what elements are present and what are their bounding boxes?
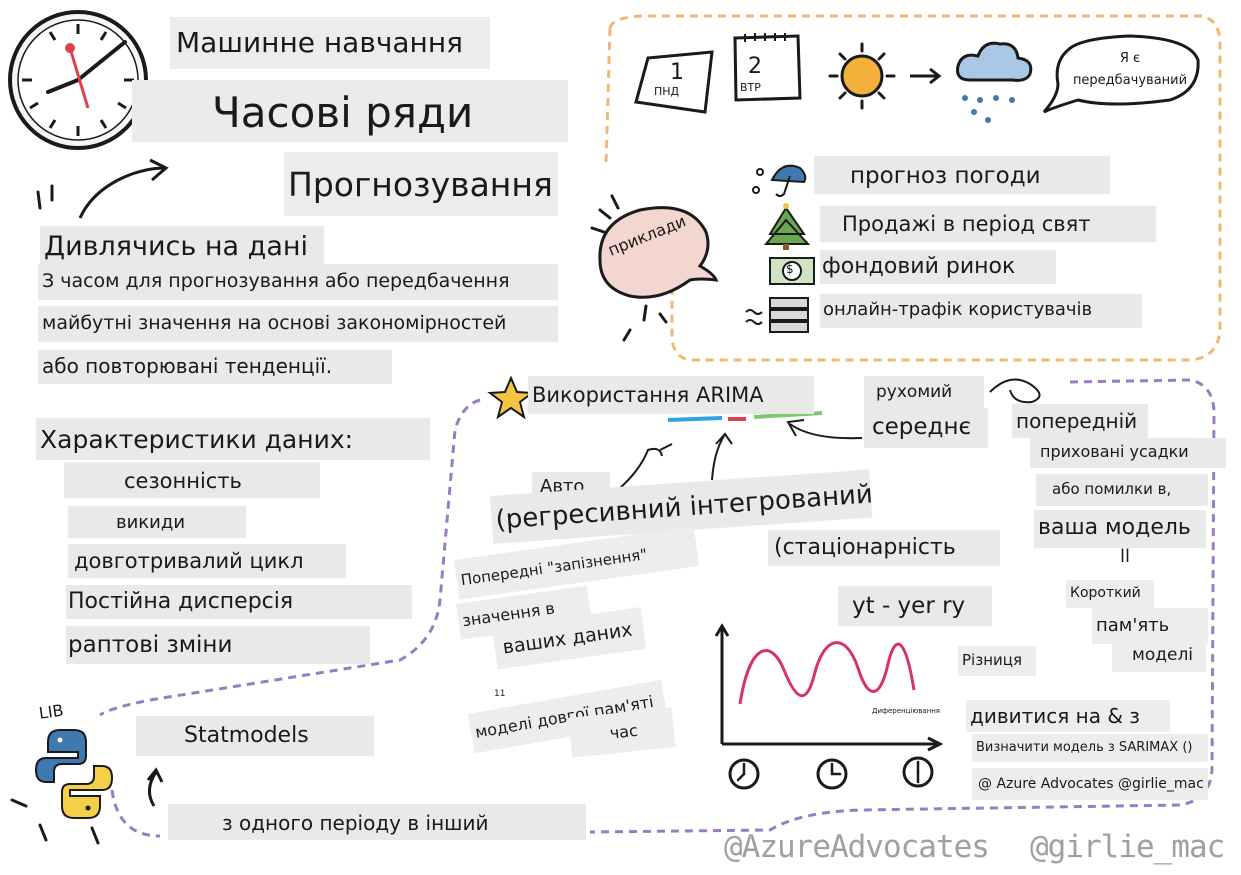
- example-item-holiday-sales: Продажі в період свят: [842, 212, 1091, 236]
- subject-text: Машинне навчання: [176, 26, 463, 59]
- statsmodels-box: Statmodels: [136, 716, 374, 756]
- characteristic-item: довготривалий цикл: [68, 544, 346, 578]
- footer-credit-azure: @AzureAdvocates: [724, 829, 990, 865]
- definition-line-2: майбутні значення на основі закономірнос…: [42, 312, 507, 334]
- definition-line-2-box: майбутні значення на основі закономірнос…: [38, 306, 558, 342]
- title-label: Часові ряди: [132, 80, 568, 142]
- model-label-box: моделі: [1112, 640, 1206, 672]
- example-item: Продажі в період свят: [820, 206, 1156, 242]
- prev-label-box: попередній: [1012, 404, 1148, 438]
- hidden-label-1: приховані усадки: [1040, 442, 1189, 461]
- characteristic-item-outliers: викиди: [116, 512, 186, 533]
- mini-number: 11: [494, 689, 506, 699]
- christmas-tree-icon: [763, 203, 811, 250]
- formula-box: yt - yer ry: [838, 586, 992, 626]
- look-label-box: дивитися на & з: [966, 700, 1170, 732]
- example-item-web-traffic: онлайн-трафік користувачів: [823, 299, 1093, 320]
- umbrella-icon: [752, 164, 807, 197]
- sarimax-label-box: Визначити модель з SARIMAX (): [972, 734, 1208, 762]
- hidden-label-2: або помилки в,: [1052, 480, 1172, 498]
- speech-bubble-text: Я є передбачуваний: [1072, 51, 1188, 88]
- short-label: Короткий: [1070, 585, 1141, 601]
- example-item: прогноз погоди: [814, 156, 1110, 194]
- arima-title-box: Використання ARIMA: [528, 376, 814, 414]
- moving-label-2: середнє: [872, 414, 972, 440]
- stationarity-label-box: (стаціонарність: [768, 530, 1000, 566]
- moving-label-box: рухомий: [864, 376, 984, 408]
- characteristics-heading-box: Характеристики даних:: [36, 418, 430, 460]
- example-item: фондовий ринок: [820, 250, 1056, 284]
- statsmodels-label: Statmodels: [184, 723, 309, 748]
- your-model-box: ваша модель: [1034, 510, 1206, 548]
- definition-line-3-box: або повторювані тенденції.: [38, 350, 392, 384]
- definition-line-3: або повторювані тенденції.: [42, 354, 333, 378]
- characteristic-item: сезонність: [64, 462, 320, 498]
- credit-label: @ Azure Advocates @girlie_mac: [978, 776, 1204, 792]
- library-note: з одного періоду в інший: [222, 811, 489, 835]
- hidden-label-box-2: або помилки в,: [1036, 474, 1208, 506]
- your-model-label: ваша модель: [1038, 515, 1191, 540]
- sine-chart: [714, 623, 944, 752]
- subtitle-label: Прогнозування: [284, 152, 558, 216]
- dollar-sign: $: [786, 262, 794, 276]
- arrow-right-icon: [910, 67, 942, 85]
- look-label: дивитися на & з: [970, 704, 1140, 728]
- memory-label-box: пам'ять: [1092, 608, 1208, 644]
- definition-line-1-box: З часом для прогнозування або передбачен…: [38, 264, 558, 300]
- calendar-2-number: 2: [748, 54, 762, 79]
- stationarity-label: (стаціонарність: [774, 535, 956, 560]
- definition-line-1: З часом для прогнозування або передбачен…: [42, 270, 510, 292]
- characteristic-item-sudden-changes: раптові зміни: [68, 632, 233, 658]
- characteristic-item-long-cycle: довготривалий цикл: [74, 549, 304, 573]
- example-item-weather: прогноз погоди: [850, 163, 1041, 189]
- lib-tag: LIB: [37, 700, 65, 723]
- short-label-box: Короткий: [1066, 580, 1154, 608]
- calendar-1-number: 1: [670, 60, 684, 85]
- page-title: Часові ряди: [212, 88, 474, 137]
- examples-bubble: [598, 206, 719, 299]
- rain-cloud-icon: [956, 41, 1033, 123]
- library-note-box: з одного періоду в інший: [168, 804, 586, 840]
- definition-heading-box: Дивлячись на дані: [40, 226, 324, 266]
- example-item-stock-market: фондовий ринок: [822, 254, 1016, 279]
- model-label: моделі: [1132, 645, 1194, 665]
- python-logo-icon: [34, 729, 114, 819]
- subject-label: Машинне навчання: [170, 17, 490, 69]
- characteristics-heading: Характеристики даних:: [40, 425, 354, 454]
- definition-heading: Дивлячись на дані: [44, 231, 309, 262]
- lag-label-3: ваших даних: [501, 618, 634, 659]
- characteristic-item: Постійна дисперсія: [66, 585, 412, 619]
- memory-label: пам'ять: [1096, 615, 1170, 636]
- calendar-1-day: ПНД: [654, 85, 680, 98]
- formula-text: yt - yer ry: [852, 593, 966, 619]
- credit-label-box: @ Azure Advocates @girlie_mac: [972, 768, 1208, 800]
- moving-label-box-2: середнє: [864, 408, 988, 448]
- equals-mark: ll: [1120, 546, 1131, 567]
- calendar-icon: [634, 33, 802, 114]
- example-item: онлайн-трафік користувачів: [820, 294, 1142, 328]
- calendar-2-day: ВТР: [740, 81, 761, 94]
- footer-credit-author: @girlie_mac: [1030, 829, 1225, 865]
- characteristic-item-constant-variance: Постійна дисперсія: [68, 589, 294, 614]
- characteristic-item: раптові зміни: [66, 626, 370, 664]
- page-subtitle: Прогнозування: [288, 165, 553, 204]
- difference-label-box: Різниця: [958, 646, 1036, 676]
- speech-bubble: [1042, 34, 1200, 114]
- difference-note: Диференціювання: [872, 707, 941, 715]
- characteristic-item: викиди: [68, 506, 246, 538]
- star-icon: [487, 375, 535, 420]
- difference-label: Різниця: [962, 651, 1022, 669]
- moving-label-1: рухомий: [876, 382, 953, 402]
- clock-icon: [8, 10, 148, 150]
- arima-title: Використання ARIMA: [532, 383, 764, 407]
- money-icon: [769, 257, 815, 285]
- server-icon: [745, 297, 809, 333]
- sun-icon: [828, 42, 896, 110]
- characteristic-item-seasonality: сезонність: [124, 469, 242, 493]
- hidden-label-box: приховані усадки: [1030, 438, 1226, 468]
- sarimax-label: Визначити модель з SARIMAX (): [976, 740, 1193, 755]
- lstm-label-2: час: [608, 720, 639, 743]
- prev-label: попередній: [1016, 409, 1138, 433]
